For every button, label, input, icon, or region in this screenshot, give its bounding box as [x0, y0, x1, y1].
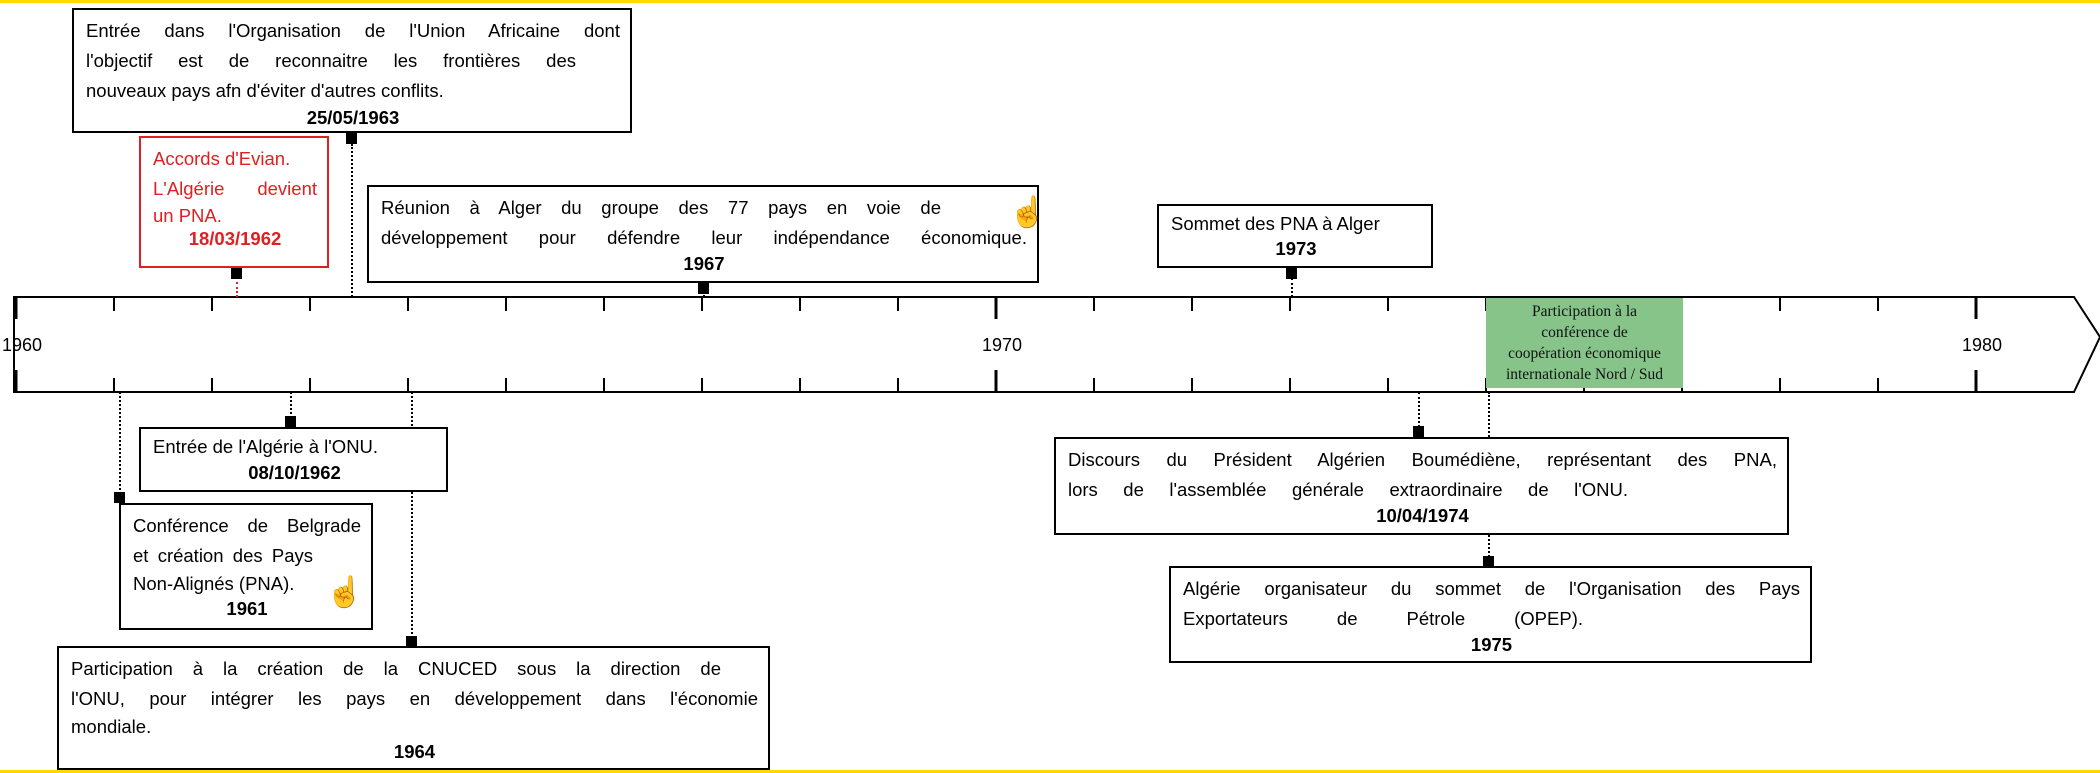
event-date: 08/10/1962 [248, 462, 341, 483]
event-date: 18/03/1962 [188, 228, 282, 249]
timeline-arrow [13, 296, 2100, 393]
green-box-line: coopération économique [1508, 345, 1661, 362]
connector-oua [351, 144, 353, 297]
event-line: mondiale. [71, 716, 152, 737]
event-box-belgrade: Conférence de Belgrade et création des P… [119, 503, 373, 630]
connector-belgrade [119, 392, 121, 494]
green-box-line: internationale Nord / Sud [1505, 366, 1664, 383]
event-line: Participation à la création de la CNUCED… [71, 658, 721, 679]
event-line: L'Algérie devient [153, 178, 317, 199]
event-date: 1973 [1275, 238, 1317, 259]
event-line: Exportateurs de Pétrole (OPEP). [1183, 608, 1583, 629]
axis-label-1970: 1970 [982, 335, 1023, 355]
bottom-frame-strip [0, 770, 2100, 773]
event-line: Sommet des PNA à Alger [1171, 213, 1380, 234]
connector-cnuced [411, 392, 413, 638]
event-line: l'ONU, pour intégrer les pays en dévelop… [71, 688, 758, 709]
event-line: Conférence de Belgrade [133, 515, 361, 536]
event-line: Entrée de l'Algérie à l'ONU. [153, 436, 379, 457]
event-box-cnuced: Participation à la création de la CNUCED… [57, 646, 770, 770]
connector-discours [1418, 392, 1420, 427]
connector-sommet [1291, 278, 1293, 297]
event-line: développement pour défendre leur indépen… [381, 227, 1027, 248]
event-box-opep: Algérie organisateur du sommet de l'Orga… [1169, 566, 1812, 663]
marker-discours [1413, 426, 1424, 437]
connector-g77 [703, 292, 705, 297]
event-line: lors de l'assemblée générale extraordina… [1068, 479, 1628, 500]
event-box-g77: Réunion à Alger du groupe des 77 pays en… [367, 185, 1039, 283]
event-line: Entrée dans l'Organisation de l'Union Af… [86, 20, 620, 41]
event-line: un PNA. [153, 205, 222, 226]
event-box-sommet: Sommet des PNA à Alger 1973 [1157, 204, 1433, 268]
event-date: 1967 [683, 253, 725, 274]
event-date: 10/04/1974 [1376, 505, 1469, 526]
event-box-oua: Entrée dans l'Organisation de l'Union Af… [72, 8, 632, 133]
event-line: Accords d'Evian. [153, 148, 291, 169]
marker-g77 [698, 283, 709, 294]
marker-evian [231, 268, 242, 279]
marker-sommet [1286, 268, 1297, 279]
event-line: nouveaux pays afn d'éviter d'autres conf… [86, 80, 444, 101]
event-date: 1975 [1470, 634, 1513, 655]
marker-cnuced [406, 636, 417, 647]
event-line: et création des Pays [133, 545, 313, 566]
event-box-evian: Accords d'Evian. L'Algérie devient un PN… [139, 136, 329, 268]
connector-evian [236, 282, 238, 297]
nord-sud-conference-box: Participation à la conférence de coopéra… [1486, 298, 1683, 388]
hand-cursor-icon[interactable]: ☝ [1009, 196, 1047, 229]
event-box-discours: Discours du Président Algérien Boumédièn… [1054, 437, 1789, 535]
event-box-onu: Entrée de l'Algérie à l'ONU. 08/10/1962 [139, 427, 448, 492]
event-date: 25/05/1963 [306, 107, 400, 128]
hand-cursor-icon[interactable]: ☝ [326, 576, 364, 609]
axis-label-1980: 1980 [1962, 335, 2003, 355]
event-line: Réunion à Alger du groupe des 77 pays en… [381, 197, 941, 218]
event-line: l'objectif est de reconnaitre les fronti… [86, 50, 576, 71]
marker-opep [1483, 556, 1494, 567]
green-box-line: Participation à la [1531, 303, 1638, 320]
top-frame-strip [0, 0, 2100, 3]
connector-onu [290, 392, 292, 418]
event-line: Algérie organisateur du sommet de l'Orga… [1183, 578, 1800, 599]
event-date: 1964 [393, 741, 436, 762]
event-date: 1961 [226, 598, 268, 619]
marker-oua [346, 133, 357, 144]
axis-label-1960: 1960 [2, 335, 43, 355]
marker-onu [285, 416, 296, 427]
event-line: Discours du Président Algérien Boumédièn… [1068, 449, 1777, 470]
marker-belgrade [114, 492, 125, 503]
green-box-line: conférence de [1541, 324, 1628, 341]
event-line: Non-Alignés (PNA). [133, 573, 295, 594]
